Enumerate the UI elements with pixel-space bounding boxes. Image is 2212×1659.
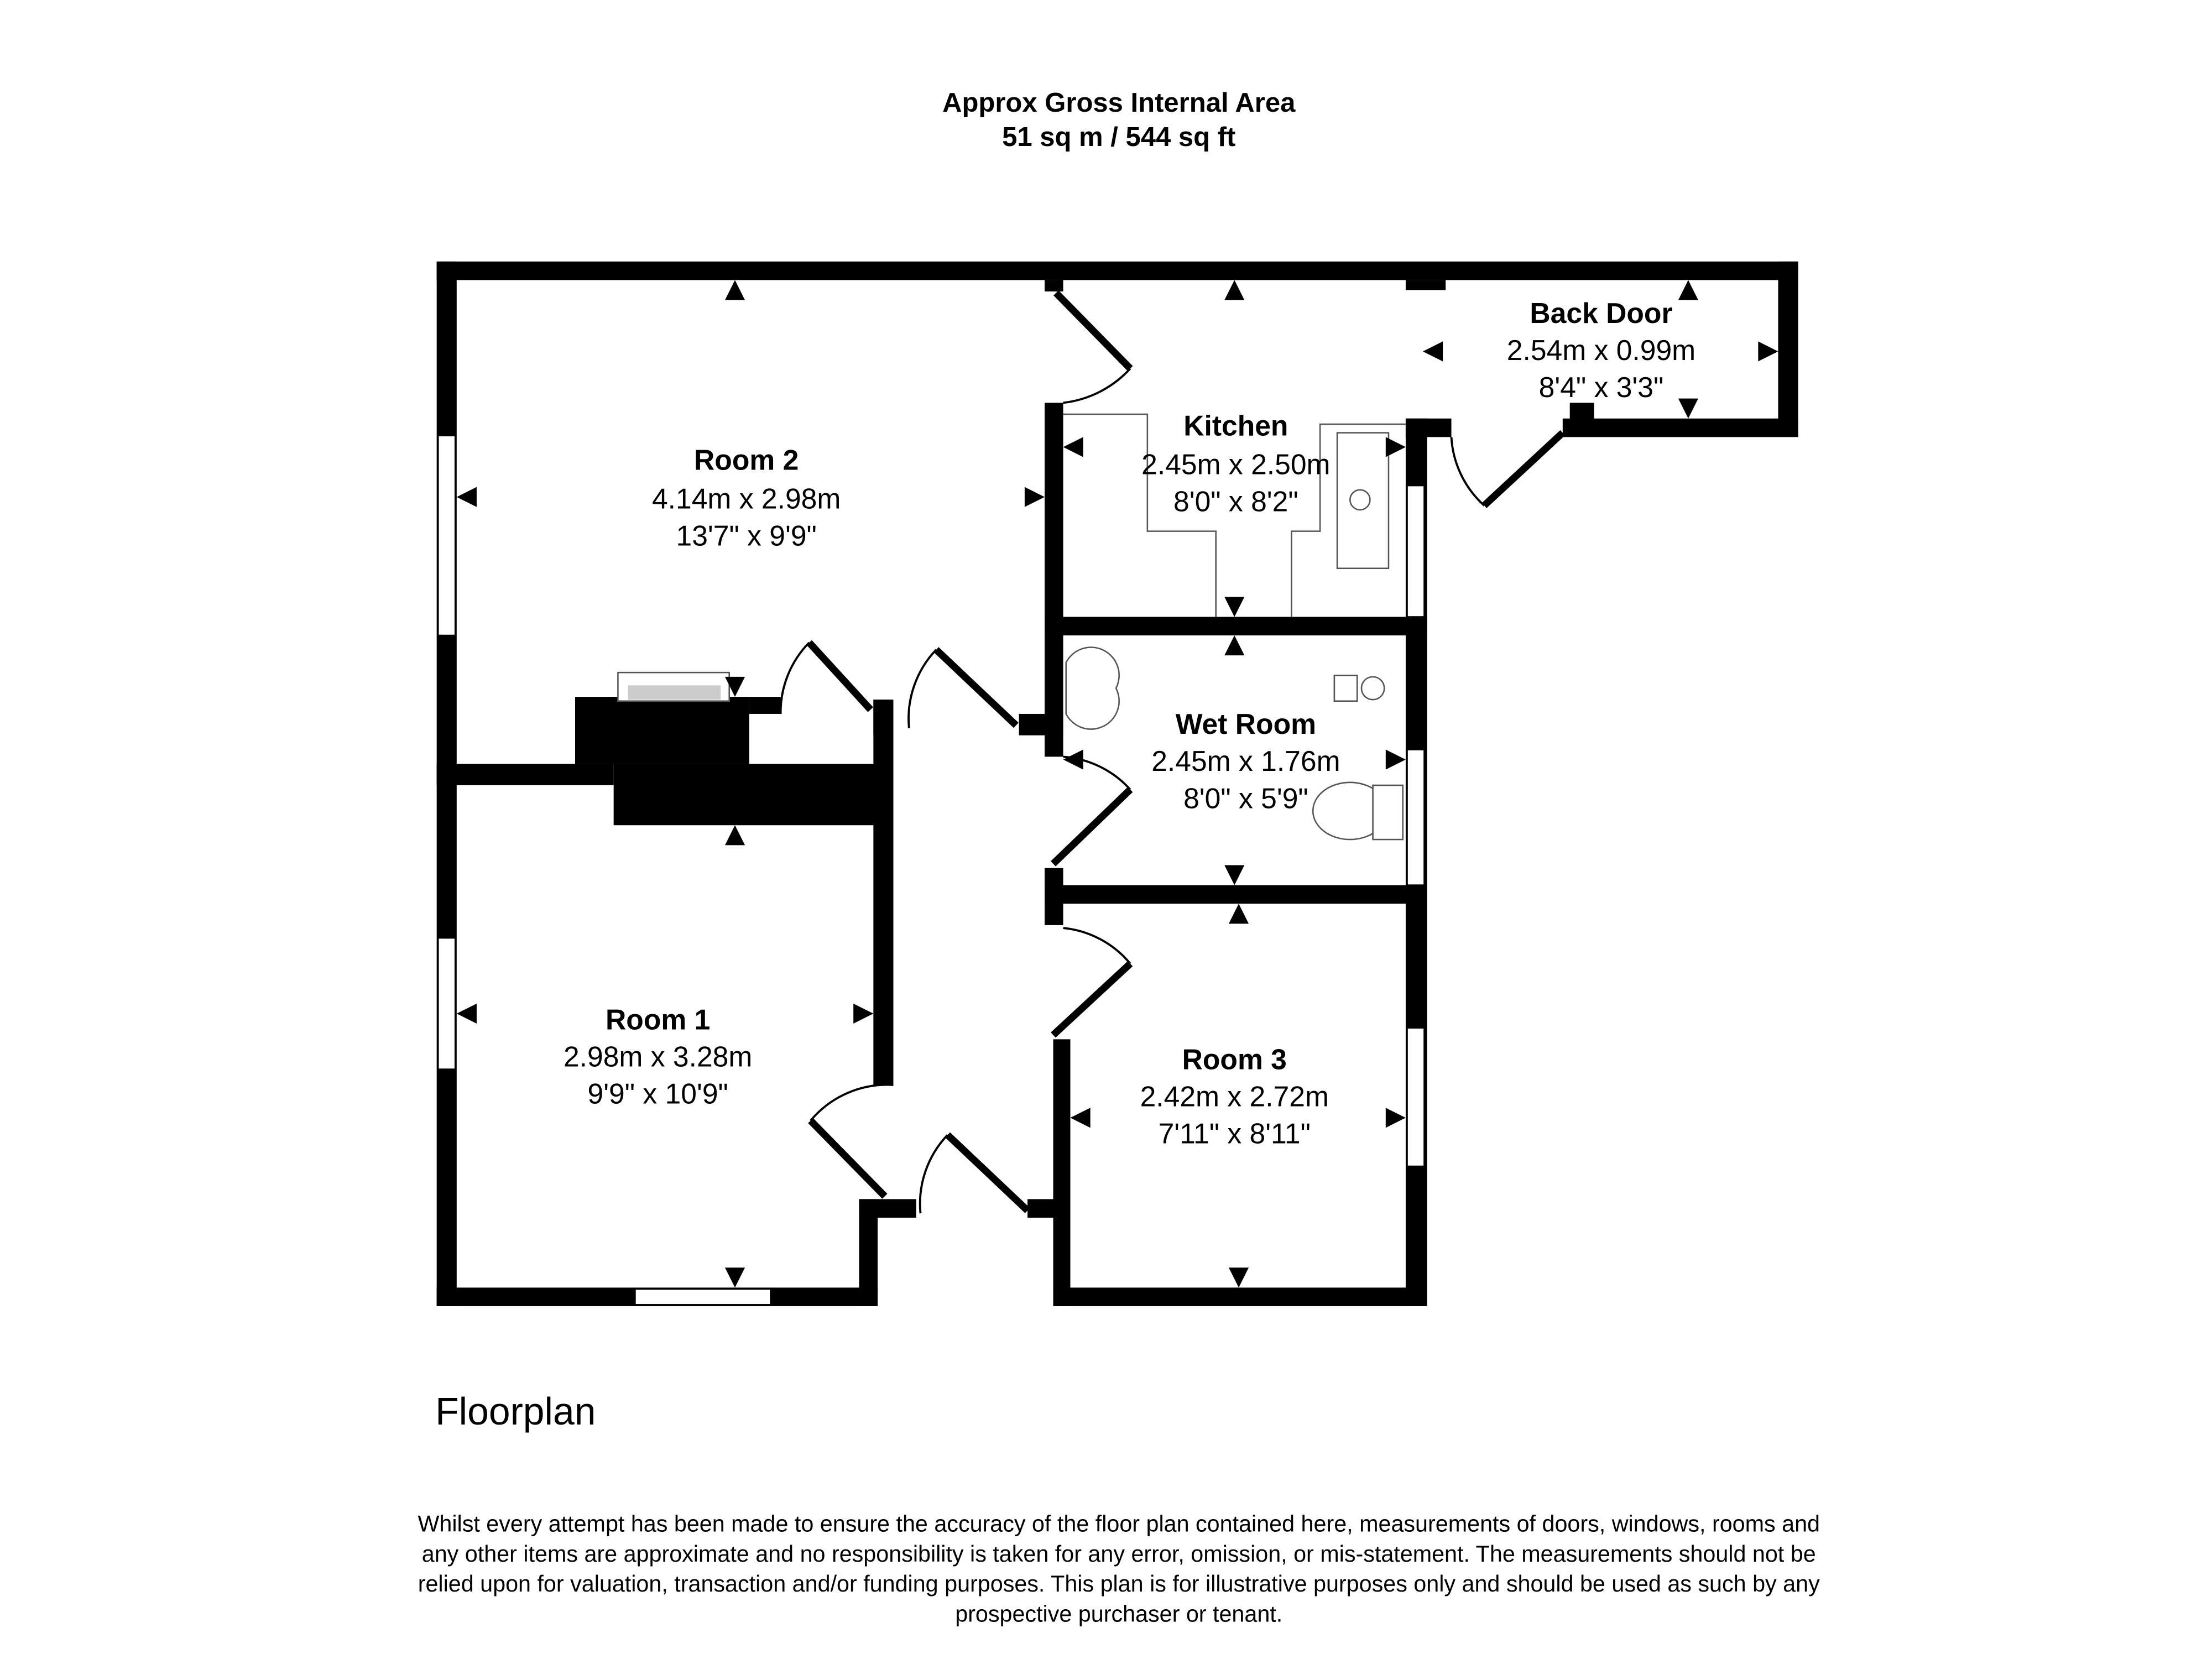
svg-text:2.98m x 3.28m: 2.98m x 3.28m <box>564 1040 752 1072</box>
svg-text:Kitchen: Kitchen <box>1183 410 1288 442</box>
dimension-arrows <box>456 280 1778 1288</box>
svg-text:8'0" x 5'9": 8'0" x 5'9" <box>1183 782 1308 814</box>
floor-label: Floorplan <box>435 1390 596 1433</box>
svg-text:Room 3: Room 3 <box>1182 1044 1287 1076</box>
shower-icon <box>1333 675 1358 702</box>
area-value: 51 sq m / 544 sq ft <box>1002 122 1235 152</box>
kitchen-worktop <box>1063 413 1406 617</box>
room-room-1: Room 1 2.98m x 3.28m 9'9" x 10'9" <box>564 1003 752 1109</box>
room-back-door: Back Door 2.54m x 0.99m 8'4" x 3'3" <box>1507 297 1695 403</box>
svg-text:Wet Room: Wet Room <box>1176 708 1316 740</box>
room-room-3: Room 3 2.42m x 2.72m 7'11" x 8'11" <box>1140 1044 1329 1150</box>
room-kitchen: Kitchen 2.45m x 2.50m 8'0" x 8'2" <box>1141 410 1330 518</box>
room-room-2: Room 2 4.14m x 2.98m 13'7" x 9'9" <box>652 444 841 552</box>
svg-text:any other items are approximat: any other items are approximate and no r… <box>422 1541 1816 1567</box>
svg-text:Back Door: Back Door <box>1530 297 1672 329</box>
svg-text:relied upon for valuation, tra: relied upon for valuation, transaction a… <box>418 1571 1820 1597</box>
svg-text:2.42m x 2.72m: 2.42m x 2.72m <box>1140 1081 1329 1113</box>
svg-text:13'7" x 9'9": 13'7" x 9'9" <box>676 519 817 551</box>
svg-text:8'4" x 3'3": 8'4" x 3'3" <box>1539 371 1664 403</box>
windows <box>437 435 1425 1306</box>
doors <box>779 290 1566 1214</box>
svg-text:prospective purchaser or tenan: prospective purchaser or tenant. <box>955 1601 1282 1626</box>
svg-text:8'0" x 8'2": 8'0" x 8'2" <box>1173 486 1298 518</box>
svg-text:Room 2: Room 2 <box>694 444 799 476</box>
svg-text:2.54m x 0.99m: 2.54m x 0.99m <box>1507 334 1695 366</box>
svg-text:Room 1: Room 1 <box>606 1003 710 1035</box>
room-wet-room: Wet Room 2.45m x 1.76m 8'0" x 5'9" <box>1151 708 1340 814</box>
fixtures <box>617 413 1406 841</box>
basin-icon <box>1065 646 1120 730</box>
svg-text:4.14m x 2.98m: 4.14m x 2.98m <box>652 482 841 514</box>
svg-text:Whilst every attempt has been: Whilst every attempt has been made to en… <box>418 1511 1820 1537</box>
svg-text:2.45m x 2.50m: 2.45m x 2.50m <box>1141 448 1330 480</box>
svg-text:9'9" x 10'9": 9'9" x 10'9" <box>588 1077 728 1109</box>
area-title: Approx Gross Internal Area <box>942 88 1296 118</box>
svg-text:7'11" x 8'11": 7'11" x 8'11" <box>1159 1118 1311 1150</box>
svg-text:2.45m x 1.76m: 2.45m x 1.76m <box>1151 745 1340 777</box>
disclaimer: Whilst every attempt has been made to en… <box>418 1511 1820 1627</box>
